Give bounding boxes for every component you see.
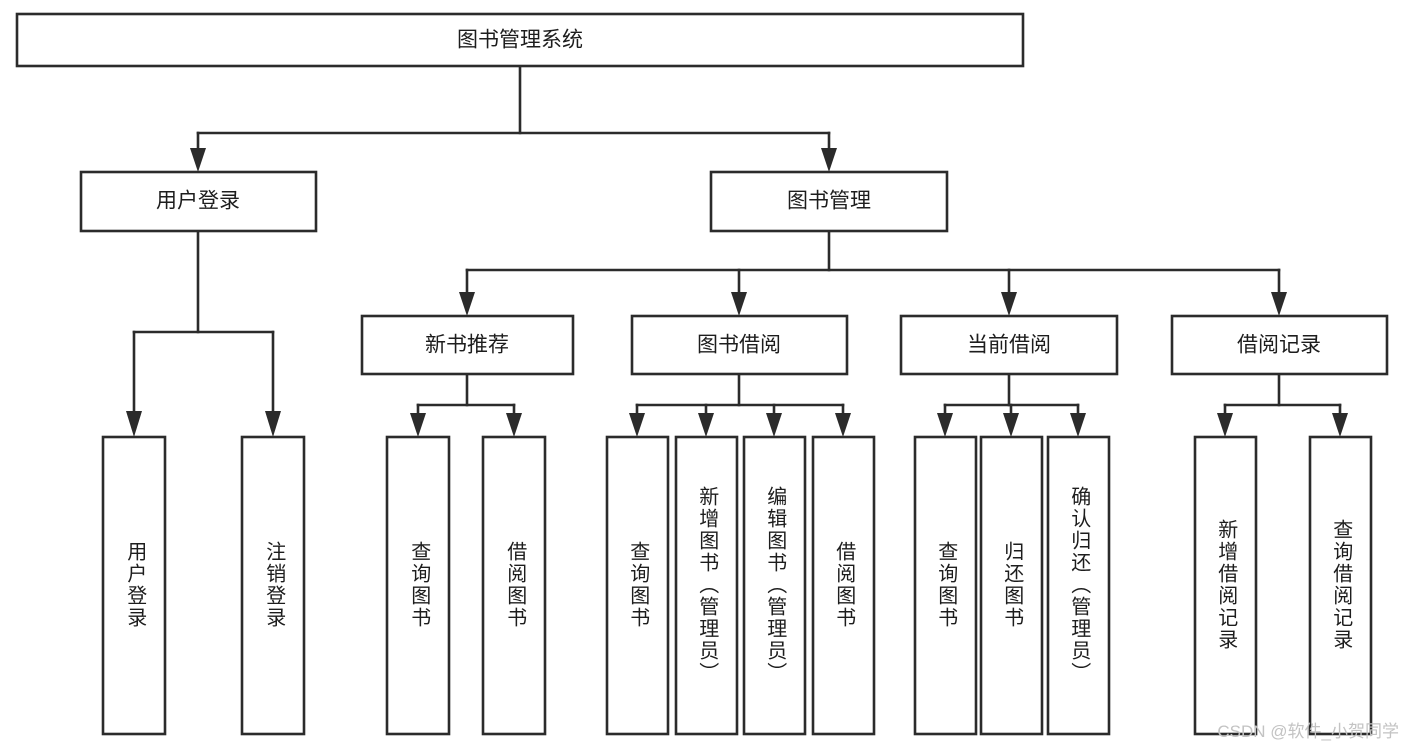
csdn-watermark: CSDN @软件_小贺同学 [1217,722,1399,741]
node-leaf-borrow-book-rect[interactable] [811,435,876,736]
arrowhead-leaf-query-book-current [937,413,953,437]
arrowhead-user-login [190,148,206,172]
arrowhead-book-borrow [731,292,747,316]
node-leaf-query-book-current-rect[interactable] [913,435,978,736]
arrowhead-leaf-return-book [1003,413,1019,437]
arrowhead-borrow-record [1271,292,1287,316]
node-root[interactable]: 图书管理系统 [15,12,1025,68]
arrowhead-current-borrow [1001,292,1017,316]
node-leaf-user-login-label: 用户登录 [124,541,147,629]
node-leaf-borrow-book-label: 借阅图书 [833,541,856,629]
node-leaf-add-borrow-record-label: 新增借阅记录 [1215,519,1238,651]
node-borrow-record[interactable]: 借阅记录 [1170,314,1389,376]
leaf-label-layer: 用户登录 注销登录 查询图书 借阅图书 查询图书 新增图书（管理员） 编辑图书（… [124,486,1353,684]
node-leaf-logout-label: 注销登录 [263,541,286,629]
node-leaf-query-book-recommend-rect[interactable] [385,435,451,736]
arrowhead-new-book-recommend [459,292,475,316]
connector-layer [126,64,1348,437]
node-user-login[interactable]: 用户登录 [79,170,318,233]
node-user-login-label: 用户登录 [156,190,240,213]
node-leaf-borrow-book-recommend-rect[interactable] [481,435,547,736]
node-current-borrow-rect[interactable] [899,314,1119,376]
node-leaf-add-book-admin-rect[interactable] [674,435,739,736]
node-leaf-add-book-admin-label: 新增图书（管理员） [696,486,719,684]
node-borrow-record-label: 借阅记录 [1237,334,1321,357]
node-leaf-user-login-rect[interactable] [101,435,167,736]
leaf-layer [101,435,1373,736]
node-leaf-query-book-recommend-label: 查询图书 [408,541,431,629]
node-leaf-edit-book-admin-rect[interactable] [742,435,807,736]
arrowhead-book-management [821,148,837,172]
node-leaf-add-borrow-record-rect[interactable] [1193,435,1258,736]
node-current-borrow-label: 当前借阅 [967,334,1051,357]
arrowhead-leaf-borrow-book [835,413,851,437]
node-book-management-rect[interactable] [709,170,949,233]
node-current-borrow[interactable]: 当前借阅 [899,314,1119,376]
node-leaf-query-book-current-label: 查询图书 [935,541,958,629]
arrowhead-leaf-query-book-borrow [629,413,645,437]
node-leaf-query-borrow-record-label: 查询借阅记录 [1330,519,1353,651]
node-book-borrow-rect[interactable] [630,314,849,376]
node-new-book-recommend-rect[interactable] [360,314,575,376]
node-leaf-return-book-label: 归还图书 [1001,541,1024,629]
node-leaf-query-borrow-record-rect[interactable] [1308,435,1373,736]
node-new-book-recommend[interactable]: 新书推荐 [360,314,575,376]
arrowhead-leaf-add-book-admin [698,413,714,437]
node-new-book-recommend-label: 新书推荐 [425,334,509,357]
arrowhead-leaf-borrow-book-recommend [506,413,522,437]
node-leaf-borrow-book-recommend-label: 借阅图书 [504,541,527,629]
node-root-rect[interactable] [15,12,1025,68]
node-leaf-query-book-borrow-label: 查询图书 [627,541,650,629]
node-leaf-query-book-borrow-rect[interactable] [605,435,670,736]
arrowhead-leaf-query-borrow-record [1332,413,1348,437]
node-root-label: 图书管理系统 [457,29,583,52]
node-leaf-return-book-rect[interactable] [979,435,1044,736]
node-leaf-logout-rect[interactable] [240,435,306,736]
node-book-borrow-label: 图书借阅 [697,334,781,357]
node-leaf-edit-book-admin-label: 编辑图书（管理员） [764,486,787,684]
node-book-management-label: 图书管理 [787,190,871,213]
node-leaf-confirm-return-admin-rect[interactable] [1046,435,1111,736]
arrowhead-leaf-edit-book-admin [766,413,782,437]
node-leaf-confirm-return-admin-label: 确认归还（管理员） [1068,486,1091,684]
arrowhead-leaf-add-borrow-record [1217,413,1233,437]
node-book-borrow[interactable]: 图书借阅 [630,314,849,376]
arrowhead-leaf-query-book-recommend [410,413,426,437]
node-book-management[interactable]: 图书管理 [709,170,949,233]
node-user-login-rect[interactable] [79,170,318,233]
arrowhead-leaf-confirm-return-admin [1070,413,1086,437]
node-borrow-record-rect[interactable] [1170,314,1389,376]
arrowhead-leaf-logout [265,411,281,437]
arrowhead-leaf-user-login [126,411,142,437]
